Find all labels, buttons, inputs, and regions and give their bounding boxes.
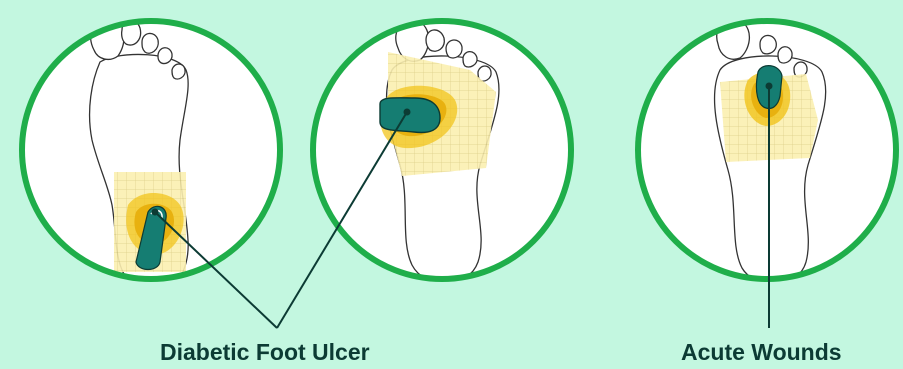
foot-circle-acute bbox=[638, 19, 896, 283]
leader-dot-forefoot bbox=[404, 109, 411, 116]
dressing-forefoot bbox=[380, 98, 440, 133]
leader-dot-acute bbox=[766, 83, 773, 90]
leader-dot-heel bbox=[152, 209, 159, 216]
foot-circle-forefoot bbox=[313, 20, 571, 284]
label-acute-wounds: Acute Wounds bbox=[681, 341, 842, 364]
foot-circle-heel bbox=[22, 17, 280, 292]
label-diabetic-foot-ulcer: Diabetic Foot Ulcer bbox=[160, 341, 370, 364]
